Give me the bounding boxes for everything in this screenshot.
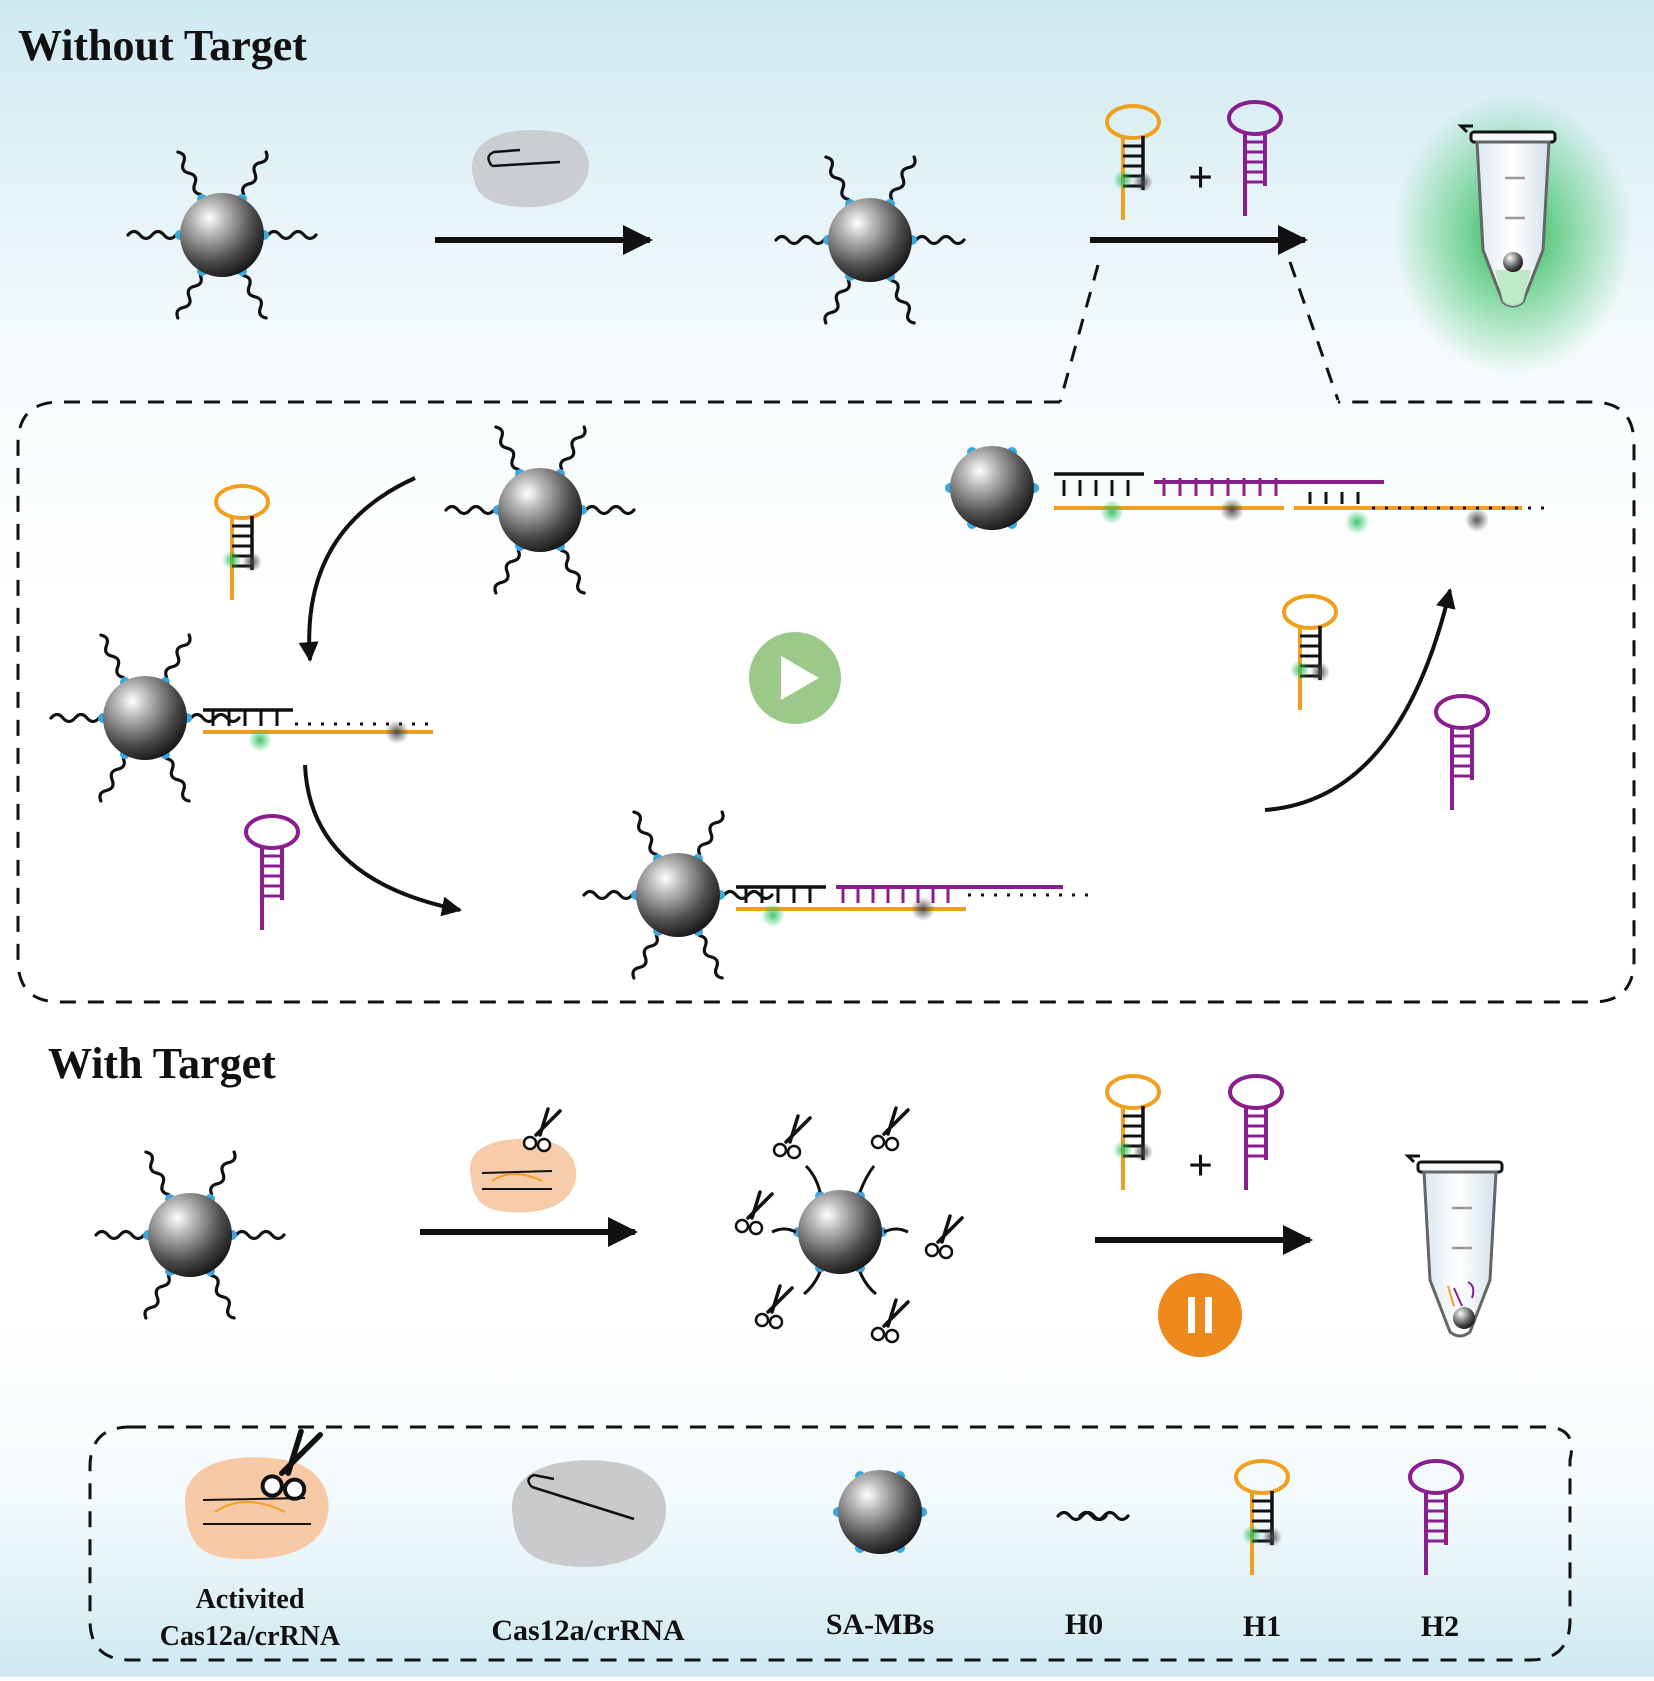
curve-arrow-3 — [1264, 588, 1456, 812]
curve-arrow-2 — [303, 764, 462, 917]
legend-activated-cas12a-icon — [184, 1432, 329, 1560]
play-icon — [749, 632, 841, 724]
bead-cleaved — [734, 1106, 964, 1344]
bead-hcr-concatemer — [945, 446, 1552, 534]
bead-h1-complex — [51, 633, 435, 802]
tube-fluorescent — [1459, 124, 1557, 308]
zoom-line-left — [1058, 264, 1100, 403]
pause-icon — [1158, 1273, 1242, 1357]
zoom-line-right — [1288, 261, 1340, 401]
legend-cas12a-icon — [511, 1460, 666, 1567]
plus-sign-top: + — [1188, 153, 1213, 202]
legend-activated-label-1: Activited — [196, 1584, 305, 1615]
title-with-target: With Target — [48, 1039, 276, 1088]
legend-h0-label: H0 — [1065, 1608, 1103, 1641]
cas12a-enzyme-top — [471, 129, 590, 208]
tube-non-fluorescent — [1406, 1154, 1504, 1338]
bead-h1-h2-complex — [584, 810, 1090, 979]
mechanism-box — [16, 400, 1636, 1004]
curve-arrow-1 — [298, 476, 416, 662]
legend-box — [88, 1425, 1573, 1662]
legend-h2-label: H2 — [1421, 1610, 1459, 1643]
title-without-target: Without Target — [18, 21, 307, 70]
legend-sa-mbs-label: SA-MBs — [826, 1608, 934, 1641]
legend-h1-label: H1 — [1243, 1610, 1281, 1643]
activated-cas12a-enzyme — [469, 1107, 577, 1213]
legend-cas12a-label: Cas12a/crRNA — [491, 1614, 685, 1647]
legend-activated-label-2: Cas12a/crRNA — [160, 1621, 341, 1652]
plus-sign-bottom: + — [1188, 1141, 1213, 1190]
